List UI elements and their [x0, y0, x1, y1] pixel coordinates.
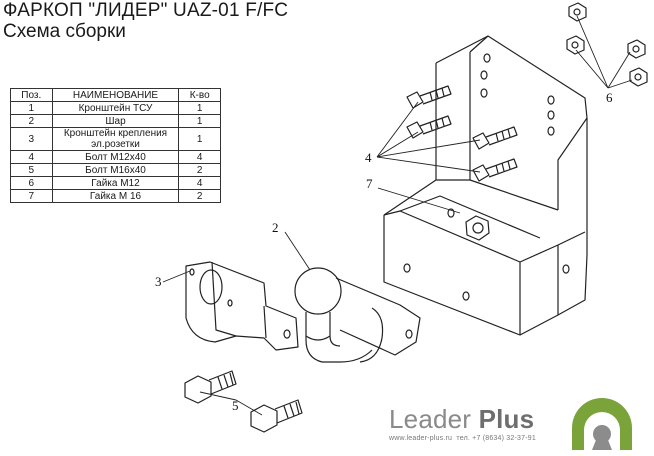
leader-line-4: [376, 101, 481, 173]
brand-contacts: www.leader-plus.ru тел. +7 (8634) 32-37-…: [389, 435, 536, 442]
row-qty: 4: [178, 150, 221, 164]
bracket-hole: [562, 264, 570, 274]
bracket-channel-right-lip: [557, 231, 586, 246]
document-title: ФАРКОП "ЛИДЕР" UAZ-01 F/FC: [3, 0, 289, 21]
table-row: 2 Шар 1: [10, 114, 221, 128]
callout-3: 3: [155, 274, 162, 289]
bolt-m16: [184, 370, 237, 404]
parts-table: Поз. НАИМЕНОВАНИЕ К-во 1 Кронштейн ТСУ 1…: [10, 88, 221, 203]
bracket-hole: [480, 88, 488, 98]
table-row: 4 Болт М12х40 4: [10, 150, 221, 164]
parts-table-header-row: Поз. НАИМЕНОВАНИЕ К-во: [10, 88, 221, 102]
table-row: 6 Гайка М12 4: [10, 176, 221, 190]
bracket-hole: [547, 126, 555, 136]
table-row: 5 Болт М16х40 2: [10, 163, 221, 177]
bracket-hole: [547, 95, 555, 105]
table-row: 7 Гайка М 16 2: [10, 189, 221, 203]
bracket-hole: [547, 110, 555, 120]
nut-m12: [627, 39, 646, 59]
brand-name-bold: Plus: [478, 404, 535, 434]
bracket-channel-floor: [399, 195, 541, 239]
brand-block: Leader Plus www.leader-plus.ru тел. +7 (…: [389, 405, 536, 442]
bracket-hole: [447, 208, 455, 218]
nuts-m12: [566, 2, 648, 87]
brand-phone: тел. +7 (8634) 32-37-91: [456, 435, 536, 442]
callout-7: 7: [366, 176, 373, 191]
leader-line-5: [199, 391, 263, 416]
callout-6: 6: [606, 90, 613, 105]
row-pos: 3: [10, 127, 53, 151]
callout-5: 5: [232, 398, 239, 413]
bracket-channel-side: [383, 210, 521, 335]
brand-website: www.leader-plus.ru: [389, 435, 453, 442]
leader-plus-logo: [572, 398, 632, 450]
nut-m12: [566, 35, 585, 55]
bolt-m12: [472, 158, 518, 182]
bracket-channel-front: [383, 215, 559, 336]
bolt-m12: [406, 85, 452, 109]
bolts-m16x40: [184, 370, 303, 433]
bracket-hole: [403, 263, 411, 273]
tow-bracket: [383, 35, 588, 336]
leader-line-3: [162, 270, 191, 283]
nut-m16: [465, 215, 490, 241]
row-qty: 2: [178, 189, 221, 203]
bolt-m12: [406, 115, 452, 139]
bolt-m16: [250, 399, 303, 433]
bracket-back-plate-outline: [435, 35, 588, 210]
document-subtitle: Схема сборки: [3, 21, 126, 42]
leader-line-6: [575, 15, 633, 89]
row-name: Гайка М 16: [51, 189, 180, 203]
bracket-back-plate-top-fold: [469, 35, 489, 53]
bolt-m12: [472, 126, 518, 150]
bracket-hole: [462, 291, 470, 301]
socket-mount-plate: [185, 261, 299, 351]
nut-m12: [568, 2, 587, 22]
row-qty: 1: [178, 127, 221, 151]
bolts-m12x40: [406, 85, 518, 182]
brand-name-light: Leader: [389, 404, 479, 434]
bracket-hole: [483, 53, 491, 63]
callout-2: 2: [272, 220, 279, 235]
leader-line-2: [284, 231, 311, 271]
brand-name: Leader Plus: [389, 405, 536, 433]
title-block: ФАРКОП "ЛИДЕР" UAZ-01 F/FC Схема сборки: [3, 0, 288, 42]
nut-m12: [629, 67, 648, 87]
tow-ball: [294, 267, 421, 363]
leader-lines: [162, 15, 633, 416]
bracket-hole: [480, 70, 488, 80]
leader-line-7: [377, 187, 461, 214]
bracket-channel-right: [519, 118, 588, 316]
callout-4: 4: [365, 150, 372, 165]
